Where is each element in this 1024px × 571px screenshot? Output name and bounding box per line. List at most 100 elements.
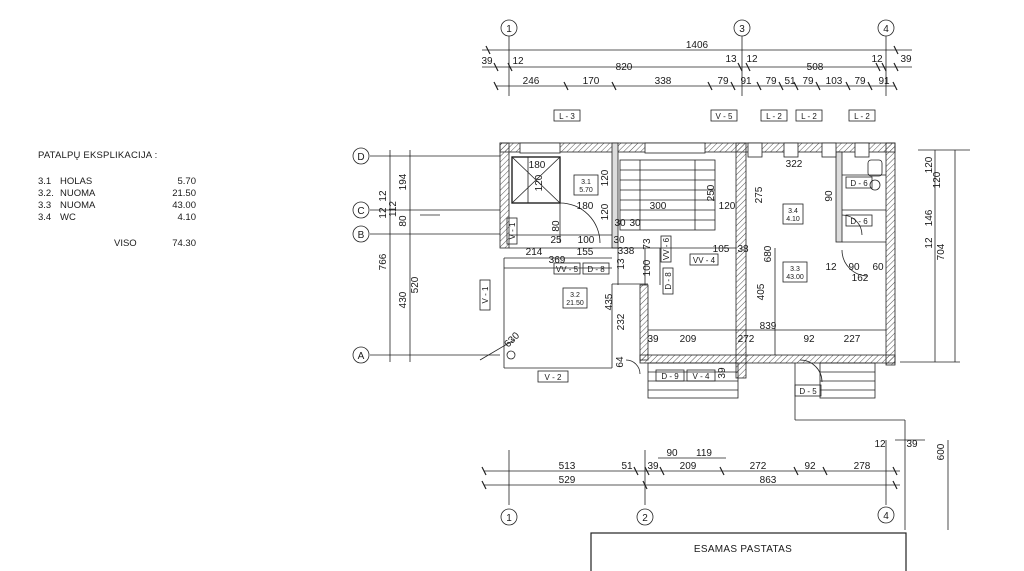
partitions (509, 174, 886, 355)
right-dimension-lines (895, 149, 970, 530)
bottom-dimension-text: 90 119 513 51 39 209 272 92 278 529 863 … (559, 439, 918, 486)
dim-text: 272 (750, 461, 767, 472)
dim-text: 12 (746, 54, 758, 65)
dim-text: 105 (713, 244, 730, 255)
tag-label: D - 6 (850, 217, 868, 226)
shaft (511, 156, 561, 204)
dim-text: 278 (854, 461, 871, 472)
external-stairs (647, 362, 905, 421)
dim-text: 12 (924, 237, 935, 249)
room-number: 3.3 (790, 266, 800, 273)
dim-text: 209 (680, 334, 697, 345)
axis-bottom-1: 1 (506, 513, 512, 524)
tag-label: D - 8 (664, 272, 673, 290)
dim-text: 25 (550, 235, 562, 246)
tag-label: D - 8 (587, 265, 605, 274)
dim-text: 863 (760, 475, 777, 486)
dim-text: 38 (737, 244, 749, 255)
legend-row: 3.4 WC 4.10 (38, 212, 196, 223)
dim-text: 12 (378, 190, 389, 202)
dim-text: 100 (642, 259, 653, 276)
dim-text: 90 (666, 448, 678, 459)
dim-text: 112 (388, 201, 399, 217)
tag-label: V - 2 (545, 373, 562, 382)
tag-label: V - 4 (693, 372, 710, 381)
dim-text: 820 (616, 62, 633, 73)
room-number: 3.1 (581, 179, 591, 186)
dim-text: 120 (600, 203, 611, 220)
element-tags: L - 3 V - 5 L - 2 L - 2 L - 2 V - 1 VV -… (481, 112, 870, 396)
dim-text: 51 (784, 76, 796, 87)
dim-text: 51 (621, 461, 633, 472)
axis-left-A: A (358, 351, 365, 362)
dim-text: 520 (410, 276, 421, 293)
existing-building-outline (590, 532, 907, 571)
dim-text: 30 (613, 235, 625, 246)
room-explication-legend: PATALPŲ EKSPLIKACIJA : 3.1 HOLAS 5.70 3.… (38, 150, 208, 250)
legend-row: 3.2. NUOMA 21.50 (38, 188, 196, 199)
dim-text: 146 (924, 209, 935, 226)
dim-text: 232 (616, 313, 627, 330)
dim-text: 120 (534, 174, 545, 191)
walls (499, 142, 896, 379)
dim-text: 79 (854, 76, 866, 87)
tag-label: L - 2 (766, 112, 782, 121)
dim-text: 839 (760, 321, 777, 332)
dim-text: 119 (696, 448, 712, 459)
dim-text: 529 (559, 475, 576, 486)
top-dimension-text: 1406 39 12 820 13 12 508 12 39 246 170 3… (481, 40, 912, 87)
dim-text: 214 (526, 247, 543, 258)
dim-text: 39 (481, 56, 493, 67)
dim-text: 120 (924, 156, 935, 173)
axis-circles (352, 19, 895, 526)
room-labels: 3.1 5.70 3.2 21.50 3.3 43.00 3.4 4.10 (566, 179, 804, 307)
legend-row: 3.3 NUOMA 43.00 (38, 200, 196, 211)
wc-fixtures (867, 159, 883, 191)
dim-text: 680 (763, 245, 774, 262)
left-dimension-lines (370, 150, 500, 362)
axis-bottom-4: 4 (883, 511, 889, 522)
tag-label: L - 2 (854, 112, 870, 121)
dim-text: 90 (824, 190, 835, 202)
dim-text: 300 (650, 201, 667, 212)
room-area: 4.10 (786, 216, 800, 223)
left-dimension-text: 766 194 12 112 80 430 520 12 (378, 173, 421, 308)
dim-text: 79 (765, 76, 777, 87)
dim-text: 405 (756, 283, 767, 300)
room-3-2-outline (503, 257, 648, 369)
tag-label: L - 3 (559, 112, 575, 121)
dim-text: 120 (932, 171, 943, 188)
dim-text: 630 (502, 330, 522, 350)
tag-label: D - 5 (799, 387, 817, 396)
dim-text: 103 (826, 76, 843, 87)
dim-text: 155 (577, 247, 594, 258)
tag-label: V - 1 (508, 222, 517, 239)
dim-text: 39 (906, 439, 918, 450)
tag-label: V - 1 (481, 286, 490, 303)
dim-text: 246 (523, 76, 540, 87)
dim-text: 435 (604, 293, 615, 310)
dim-text: 12 (512, 56, 524, 67)
dim-text: 79 (717, 76, 729, 87)
tag-label: VV - 4 (693, 256, 716, 265)
legend-total: VISO 74.30 (114, 238, 196, 249)
legend-row: 3.1 HOLAS 5.70 (38, 176, 196, 187)
dim-text: 322 (786, 159, 803, 170)
dim-text: 170 (583, 76, 600, 87)
dim-text: 272 (738, 334, 755, 345)
room-number: 3.2 (570, 292, 580, 299)
dim-text: 209 (680, 461, 697, 472)
right-dimension-text: 120 120 146 12 704 600 (924, 156, 947, 460)
dim-text: 508 (807, 62, 824, 73)
dim-text: 60 (872, 262, 884, 273)
dim-text: 338 (655, 76, 672, 87)
tag-boxes (479, 109, 876, 397)
bottom-dimension-lines (481, 440, 900, 505)
dim-text: 80 (398, 215, 409, 227)
dim-text: 766 (378, 253, 389, 270)
tag-label: D - 9 (661, 372, 679, 381)
dim-text: 92 (804, 461, 816, 472)
dim-text: 162 (852, 273, 869, 284)
dim-text: 100 (578, 235, 595, 246)
